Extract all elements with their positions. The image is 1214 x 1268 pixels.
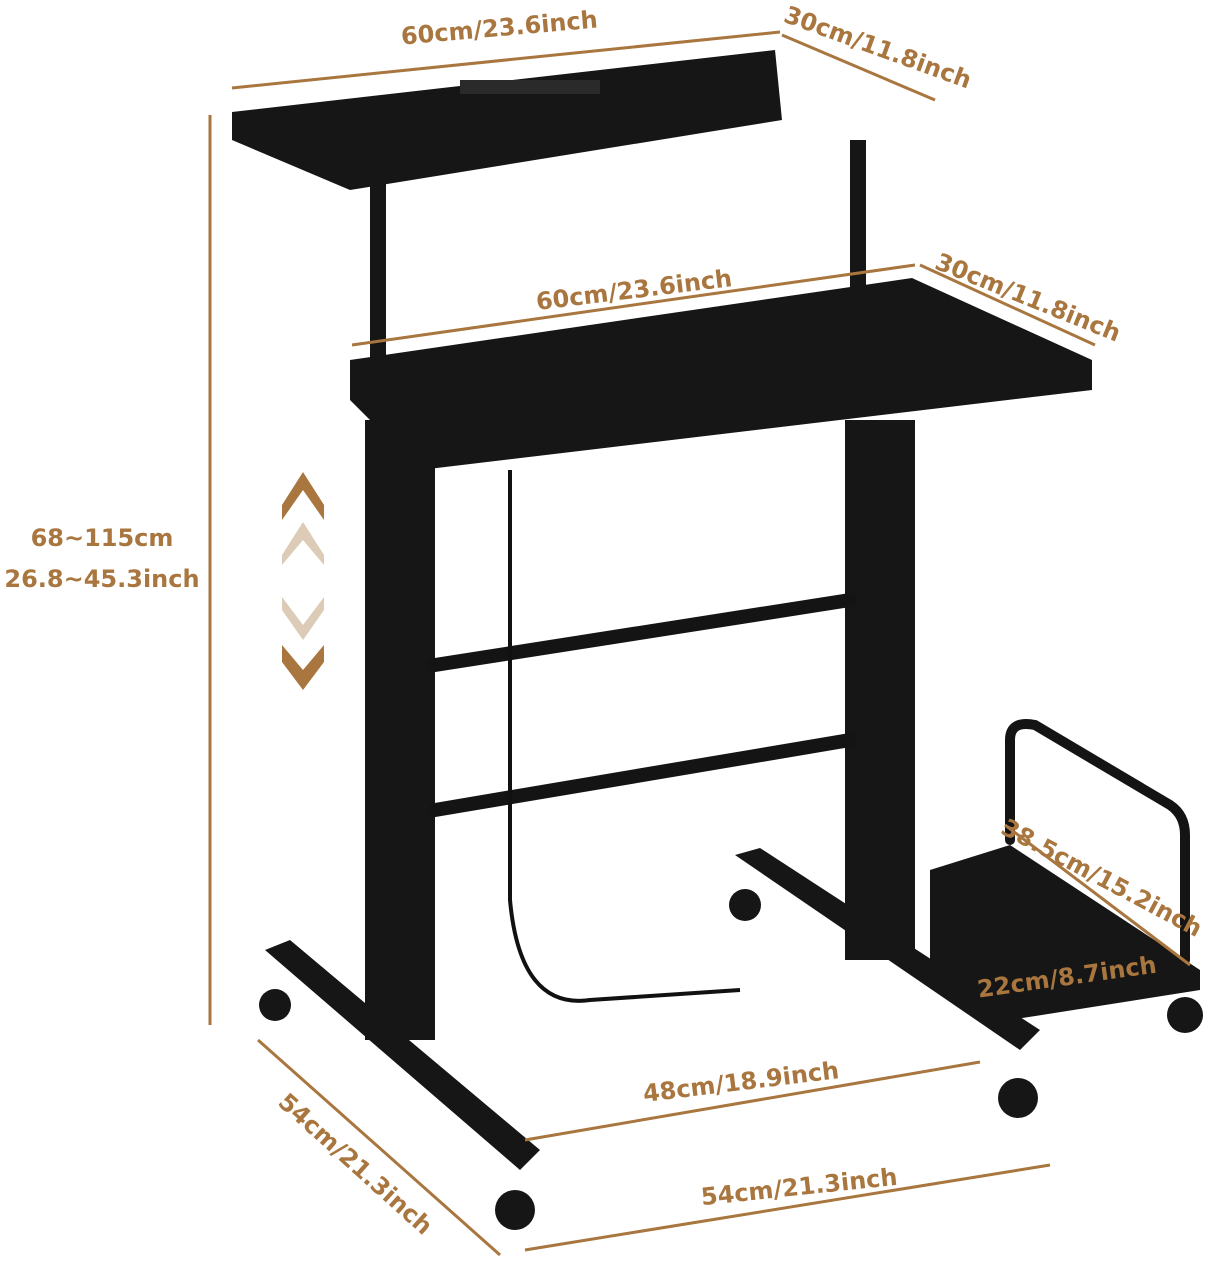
height-cm-label: 68~115cm	[31, 524, 174, 552]
desk-surface	[350, 278, 1092, 470]
inner-base-width-label: 48cm/18.9inch	[641, 1056, 840, 1108]
desk-depth-line	[919, 263, 1096, 347]
desk-width-label: 60cm/23.6inch	[534, 264, 733, 316]
height-adjust-arrows-icon	[282, 472, 324, 690]
base-width-label: 54cm/21.3inch	[700, 1163, 899, 1211]
inner-base-width-line	[524, 1060, 981, 1142]
caster-wheels	[259, 889, 1203, 1230]
height-inch-label: 26.8~45.3inch	[4, 565, 199, 593]
base-depth-label: 54cm/21.3inch	[273, 1088, 438, 1241]
left-base-foot	[265, 940, 540, 1170]
power-strip	[460, 80, 600, 94]
cpu-stand-base	[930, 845, 1200, 1020]
cpu-stand-bracket	[1005, 719, 1190, 965]
top-depth-line	[781, 33, 936, 102]
lower-crossbar	[428, 733, 857, 817]
cpu-depth-line	[1004, 823, 1191, 967]
base-depth-line	[257, 1038, 501, 1257]
top-width-line	[231, 30, 781, 90]
shelf-post-right	[850, 140, 866, 300]
top-width-label: 60cm/23.6inch	[400, 5, 599, 50]
upper-crossbar	[428, 593, 857, 672]
right-leg	[845, 420, 915, 960]
top-shelf	[232, 50, 782, 190]
base-width-line	[524, 1163, 1051, 1252]
left-leg	[365, 420, 435, 1040]
power-cord	[508, 470, 741, 1003]
desk-width-line	[351, 263, 916, 347]
